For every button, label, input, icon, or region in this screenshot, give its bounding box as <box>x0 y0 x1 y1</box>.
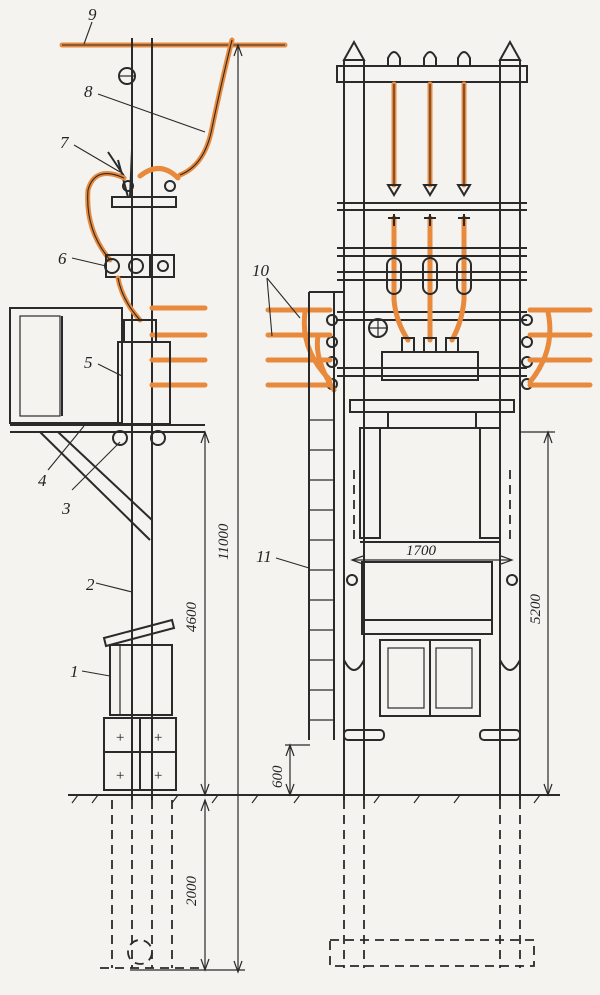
dimension-lines-front <box>285 430 555 797</box>
label-8: 8 <box>84 82 93 101</box>
ground-line <box>68 794 560 804</box>
label-10: 10 <box>252 261 270 280</box>
label-5: 5 <box>84 353 93 372</box>
svg-text:+: + <box>153 768 163 784</box>
svg-text:+: + <box>115 768 125 784</box>
component-labels: 1 2 3 4 5 6 7 8 9 10 11 <box>38 5 272 681</box>
dimension-1700: 1700 <box>406 543 437 559</box>
dimension-600: 600 <box>270 765 286 788</box>
label-9: 9 <box>88 5 97 24</box>
label-3: 3 <box>61 499 71 518</box>
label-1: 1 <box>70 662 79 681</box>
label-4: 4 <box>38 471 47 490</box>
label-11: 11 <box>256 547 272 566</box>
front-view <box>265 39 593 968</box>
dimension-lines-side <box>130 43 245 974</box>
label-6: 6 <box>58 249 67 268</box>
dimension-4600: 4600 <box>184 602 200 633</box>
leader-lines <box>47 21 310 677</box>
dimension-11000: 11000 <box>216 523 232 560</box>
svg-text:+: + <box>115 730 125 746</box>
label-7: 7 <box>60 133 70 152</box>
dimension-labels: 11000 4600 2000 1700 5200 600 <box>184 523 544 906</box>
label-2: 2 <box>86 575 95 594</box>
svg-text:+: + <box>153 730 163 746</box>
dimension-5200: 5200 <box>528 594 544 625</box>
dimension-2000: 2000 <box>184 876 200 907</box>
side-view: + + + + <box>9 37 288 969</box>
